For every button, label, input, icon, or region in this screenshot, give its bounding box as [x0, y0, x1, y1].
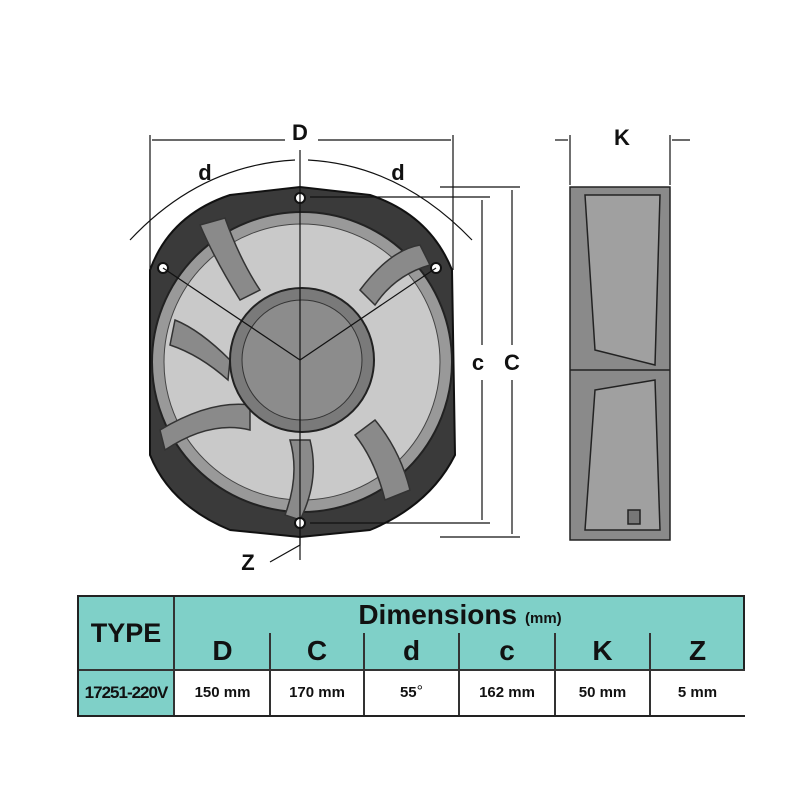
value-K: 50 mm [578, 683, 627, 701]
label-D: D [292, 120, 308, 145]
col-header-C: C [306, 635, 328, 666]
fan-drawing: D d d c C K Z [129, 120, 690, 575]
label-K: K [614, 125, 630, 150]
value-d: 55° [364, 669, 459, 715]
value-D: 150 mm [194, 683, 251, 701]
value-d-number: 55 [399, 683, 417, 701]
label-C: C [504, 350, 520, 375]
col-header-d: d [402, 635, 421, 666]
value-c: 162 mm [479, 683, 535, 701]
label-d-left: d [198, 160, 211, 185]
col-header-D: D [212, 635, 233, 666]
label-c: c [472, 350, 484, 375]
dimensions-unit: (mm) [525, 609, 562, 627]
col-header-Z: Z [688, 635, 707, 666]
label-Z: Z [241, 550, 254, 575]
dimensions-header: Dimensions (mm) [175, 597, 745, 633]
dimensions-title: Dimensions [358, 599, 518, 630]
col-header-c: c [499, 635, 515, 666]
dimensions-table: TYPE Dimensions (mm) D C d c K Z 17251-2… [77, 595, 745, 717]
value-Z: 5 mm [677, 683, 718, 701]
type-value: 17251-220V [79, 669, 175, 715]
type-header: TYPE [79, 597, 175, 669]
fan-front-view [129, 135, 690, 563]
degree-symbol: ° [416, 683, 424, 700]
fan-side-view [569, 186, 671, 541]
col-header-K: K [592, 635, 613, 666]
label-d-right: d [391, 160, 404, 185]
value-C: 170 mm [289, 683, 345, 701]
